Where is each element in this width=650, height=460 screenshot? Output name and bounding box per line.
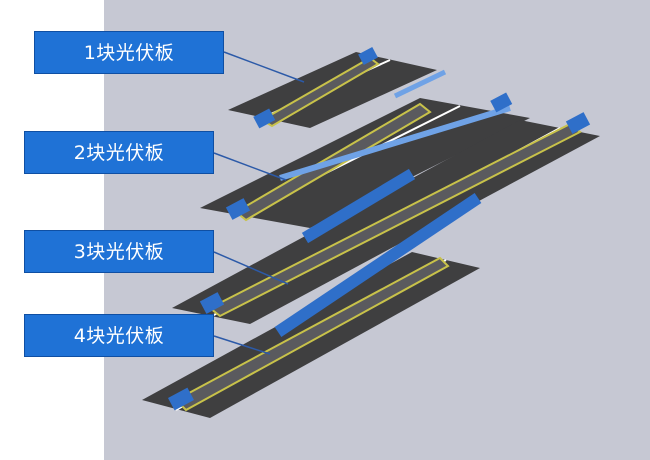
leader-line-4 bbox=[213, 335, 271, 355]
row-4-array bbox=[142, 193, 482, 418]
row-3-array bbox=[172, 112, 600, 324]
row-2-array bbox=[200, 92, 530, 228]
cleaning-robot-icon bbox=[225, 198, 251, 220]
cleaning-robot-icon bbox=[253, 108, 276, 129]
row-2-carriage bbox=[279, 105, 511, 181]
cleaning-robot-icon bbox=[358, 46, 378, 66]
callout-3-panels: 3块光伏板 bbox=[24, 230, 214, 273]
callout-4-panels: 4块光伏板 bbox=[24, 314, 214, 357]
leader-line-1 bbox=[223, 51, 305, 83]
callout-1-panel: 1块光伏板 bbox=[34, 31, 224, 74]
row-1-array bbox=[228, 46, 447, 129]
callout-2-panels: 2块光伏板 bbox=[24, 131, 214, 174]
row-4-panel bbox=[174, 256, 450, 412]
leader-line-3 bbox=[213, 251, 289, 285]
cleaning-robot-icon bbox=[490, 92, 513, 113]
leader-line-2 bbox=[213, 152, 287, 181]
row-3-carriage bbox=[301, 168, 416, 244]
cleaning-robot-icon bbox=[168, 387, 194, 411]
row-1-panel bbox=[260, 56, 380, 128]
row-4-carriage bbox=[274, 193, 482, 337]
row-1-carriage bbox=[393, 69, 447, 99]
leader-lines bbox=[213, 51, 305, 355]
cleaning-robot-icon bbox=[565, 112, 591, 134]
cleaning-robot-icon bbox=[199, 292, 225, 314]
row-3-panel bbox=[208, 122, 582, 318]
